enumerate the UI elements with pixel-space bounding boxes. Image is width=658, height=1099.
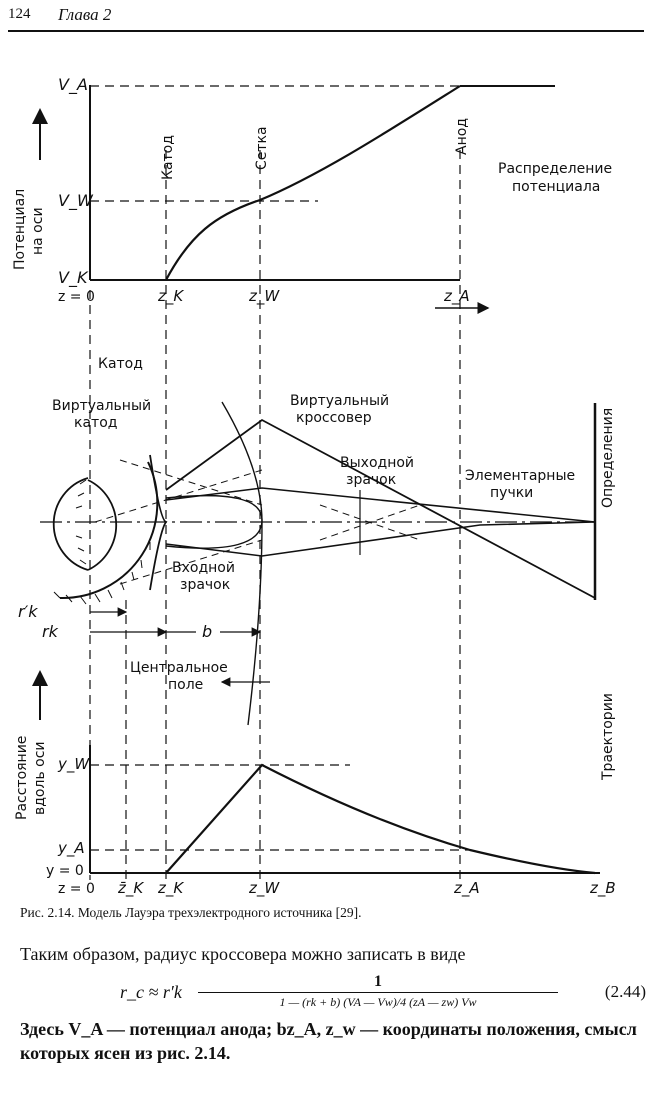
paragraph-1: Таким образом, радиус кроссовера можно з… [20, 944, 466, 964]
distribution-title-2: потенциала [512, 179, 600, 195]
entrance-pupil-2: зрачок [180, 577, 230, 593]
virtual-rays [94, 459, 263, 585]
virtual-cathode-arc [52, 477, 89, 571]
bottom-y-label-2: вдоль оси [32, 741, 48, 815]
equation-fraction: 1 1 — (rk + b) (VA — Vw)/4 (zA — zw) Vw [198, 974, 558, 1009]
lower-trajectory [165, 521, 596, 557]
inner-cathode-arc [87, 479, 118, 571]
page-number: 124 [8, 6, 31, 22]
bottom-zw-label: z_W [248, 879, 280, 898]
definitions-label: Определения [600, 408, 616, 508]
potential-curve [165, 85, 461, 281]
b-label: b [202, 622, 212, 641]
top-zw-label: z_W [248, 287, 280, 306]
exit-pupil-ray-2 [319, 504, 421, 541]
yw-label: y_W [57, 755, 90, 774]
header-rule [8, 30, 644, 32]
bottom-zb-label: z_B [589, 879, 616, 898]
entrance-pupil-1: Входной [172, 560, 235, 576]
bottom-z0-label: z = 0 [58, 881, 95, 897]
virtual-cathode-2: катод [74, 415, 117, 431]
figure-caption: Рис. 2.14. Модель Лауэра трехэлектродног… [20, 905, 362, 920]
top-y-label-1: Потенциал [12, 189, 28, 270]
ya-label: y_A [57, 839, 85, 858]
cathode-middle-label: Катод [98, 356, 143, 372]
outer-trajectory [165, 418, 596, 599]
rk-label: rk [42, 622, 59, 641]
paragraph-2: Здесь V_A — потенциал анода; bz_A, z_w —… [20, 1019, 637, 1063]
virtual-crossover-1: Виртуальный [290, 393, 389, 409]
equation-number: (2.44) [604, 982, 646, 1001]
exit-pupil-1: Выходной [340, 455, 414, 471]
middle-trajectory [165, 487, 596, 523]
chapter-title: Глава 2 [58, 5, 112, 24]
vk-label: V_K [58, 268, 89, 288]
equation-2-44: r_c ≈ r′k 1 1 — (rk + b) (VA — Vw)/4 (zA… [120, 974, 650, 1010]
virtual-cathode-1: Виртуальный [52, 398, 151, 414]
rk-prime-label: r′k [18, 602, 38, 621]
top-y-label-2: на оси [30, 207, 46, 255]
central-field-1: Центральное [130, 660, 228, 676]
anode-label: Анод [454, 118, 470, 155]
y0-label: y = 0 [46, 863, 84, 879]
cathode-hatching [53, 542, 151, 605]
top-z0-label: z = 0 [58, 289, 95, 305]
cathode-label: Катод [160, 135, 176, 180]
equation-denominator: 1 — (rk + b) (VA — Vw)/4 (zA — zw) Vw [279, 995, 477, 1009]
grid-equipotential [221, 401, 263, 726]
trajectory-curve [165, 763, 596, 875]
central-field-2: поле [168, 677, 203, 693]
lauer-triode-figure: V_A V_W V_K Потенциал на оси Катод Сетка… [12, 75, 616, 898]
entrance-pupil-shape [149, 454, 168, 591]
trajectories-label: Траектории [600, 693, 616, 781]
virtual-crossover-2: кроссовер [296, 410, 372, 426]
grid-label: Сетка [254, 126, 270, 170]
distribution-title-1: Распределение [498, 161, 612, 177]
exit-pupil-2: зрачок [346, 472, 396, 488]
cathode-surface [59, 461, 159, 600]
elementary-beams-2: пучки [490, 485, 533, 501]
bottom-za-label: z_A [453, 879, 480, 898]
elementary-beams-1: Элементарные [465, 468, 575, 484]
bottom-zk-label: z_K [157, 879, 184, 898]
top-panel: V_A V_W V_K Потенциал на оси Катод Сетка… [12, 75, 612, 880]
fraction-bar [198, 992, 558, 993]
virtual-cathode-hatching [75, 479, 87, 565]
equation-lhs: r_c ≈ r′k [120, 982, 182, 1002]
bottom-y-label-1: Расстояние [14, 736, 30, 820]
bottom-panel: y_W y_A y = 0 Расстояние вдоль оси Траек… [14, 670, 616, 898]
va-label: V_A [58, 75, 88, 95]
top-zk-label: z_K [157, 287, 184, 306]
bottom-zk-bar-label: z̄_K [117, 879, 144, 898]
equation-numerator: 1 [374, 973, 382, 990]
middle-panel: Катод Виртуальный катод Виртуальный крос… [18, 356, 616, 880]
vw-label: V_W [58, 191, 94, 211]
top-za-label: z_A [443, 287, 470, 306]
